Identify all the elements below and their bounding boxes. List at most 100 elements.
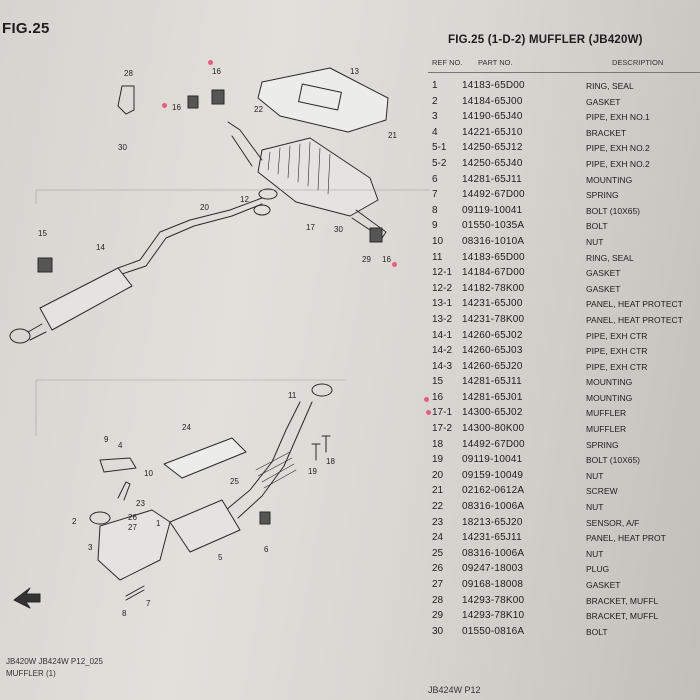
callout-16a: 16 bbox=[212, 67, 221, 76]
part-description: PIPE, EXH CTR bbox=[586, 330, 648, 341]
part-ref: 27 bbox=[432, 579, 444, 590]
part-ref: 12-1 bbox=[432, 267, 453, 279]
callout-29: 29 bbox=[362, 255, 371, 264]
callout-2: 2 bbox=[72, 517, 77, 526]
catalytic-converter-5 bbox=[169, 499, 241, 553]
parts-table: FIG.25 (1-D-2) MUFFLER (JB420W) REF NO. … bbox=[428, 30, 700, 640]
part-number: 02162-0612A bbox=[462, 485, 525, 497]
part-ref: 30 bbox=[432, 625, 444, 637]
part-number: 08316-1010A bbox=[462, 235, 525, 247]
parts-header: REF NO. PART NO. DESCRIPTION bbox=[428, 54, 700, 73]
part-number: 14250-65J40 bbox=[462, 157, 523, 169]
flex-section bbox=[255, 451, 297, 489]
callout-23: 23 bbox=[136, 499, 145, 508]
parts-row: 9 01550-1035A BOLT bbox=[428, 219, 700, 235]
part-ref: 6 bbox=[432, 173, 438, 185]
part-description: BOLT (10X65) bbox=[586, 205, 641, 216]
bolt-18 bbox=[321, 435, 331, 453]
part-ref: 19 bbox=[432, 454, 444, 466]
part-number: 01550-1035A bbox=[462, 220, 525, 232]
part-number: 01550-0816A bbox=[462, 625, 525, 637]
caption-line-2: MUFFLER (1) bbox=[6, 669, 56, 678]
part-ref: 28 bbox=[432, 594, 444, 606]
part-number: 14260-65J02 bbox=[462, 329, 523, 341]
callout-27: 27 bbox=[128, 523, 137, 532]
part-number: 09159-10049 bbox=[462, 469, 524, 481]
part-description: GASKET bbox=[586, 268, 621, 279]
highlight-dot bbox=[392, 262, 397, 267]
part-number: 14300-65J02 bbox=[462, 407, 523, 419]
header-desc: DESCRIPTION bbox=[612, 58, 664, 67]
part-number: 14300-80K00 bbox=[462, 423, 525, 435]
mounting-16-b bbox=[187, 95, 199, 109]
part-number: 14190-65J40 bbox=[462, 111, 523, 123]
mounting-6 bbox=[259, 511, 271, 525]
part-ref: 1 bbox=[432, 80, 438, 91]
highlight-dot bbox=[424, 397, 429, 402]
part-number: 14221-65J10 bbox=[462, 126, 523, 138]
bracket-28 bbox=[117, 85, 135, 115]
callout-20: 20 bbox=[200, 203, 209, 212]
part-description: BOLT bbox=[586, 626, 608, 637]
part-description: BOLT bbox=[586, 221, 608, 232]
heat-protector-24 bbox=[163, 437, 247, 479]
part-number: 14492-67D00 bbox=[462, 189, 525, 201]
callout-21: 21 bbox=[388, 131, 397, 140]
part-ref: 16 bbox=[432, 391, 444, 403]
callout-25: 25 bbox=[230, 477, 239, 486]
part-description: NUT bbox=[586, 470, 604, 481]
ring-11 bbox=[311, 383, 333, 397]
part-number: 14260-65J03 bbox=[462, 345, 523, 357]
part-ref: 14-2 bbox=[432, 345, 453, 357]
part-ref: 25 bbox=[432, 547, 444, 559]
callout-3: 3 bbox=[88, 543, 93, 552]
header-ref: REF NO. bbox=[432, 58, 463, 67]
part-number: 14293-78K10 bbox=[462, 610, 525, 622]
center-pipe-flange bbox=[9, 328, 31, 344]
part-description: SENSOR, A/F bbox=[586, 517, 640, 528]
part-ref: 14-3 bbox=[432, 360, 453, 372]
part-description: MOUNTING bbox=[586, 377, 633, 388]
part-description: RING, SEAL bbox=[586, 252, 634, 263]
callout-28: 28 bbox=[124, 69, 133, 78]
figure-label: FIG.25 bbox=[2, 20, 50, 37]
part-ref: 5-2 bbox=[432, 157, 447, 169]
callout-7: 7 bbox=[146, 599, 151, 608]
part-number: 14231-65J00 bbox=[462, 298, 523, 310]
part-number: 14184-65J00 bbox=[462, 95, 523, 107]
part-number: 14293-78K00 bbox=[462, 594, 525, 606]
callout-9: 9 bbox=[104, 435, 109, 444]
part-description: NUT bbox=[586, 502, 604, 513]
part-description: NUT bbox=[586, 236, 604, 247]
part-ref: 4 bbox=[432, 126, 438, 138]
part-ref: 11 bbox=[432, 251, 443, 263]
part-ref: 9 bbox=[432, 220, 438, 232]
parts-row: 30 01550-0816A BOLT bbox=[428, 625, 700, 641]
part-ref: 21 bbox=[432, 485, 444, 497]
part-number: 14260-65J20 bbox=[462, 360, 523, 372]
part-number: 14184-67D00 bbox=[462, 267, 525, 279]
part-description: PIPE, EXH NO.1 bbox=[586, 112, 650, 123]
ring-12 bbox=[253, 204, 271, 216]
front-arrow-icon bbox=[13, 587, 41, 609]
header-part: PART NO. bbox=[478, 58, 513, 67]
part-ref: 12-2 bbox=[432, 282, 453, 294]
gasket-2 bbox=[89, 511, 111, 525]
part-ref: 14-1 bbox=[432, 329, 453, 341]
part-number: 09247-18003 bbox=[462, 563, 524, 575]
callout-19: 19 bbox=[308, 467, 317, 476]
rear-muffler-17-ribs bbox=[267, 141, 331, 195]
